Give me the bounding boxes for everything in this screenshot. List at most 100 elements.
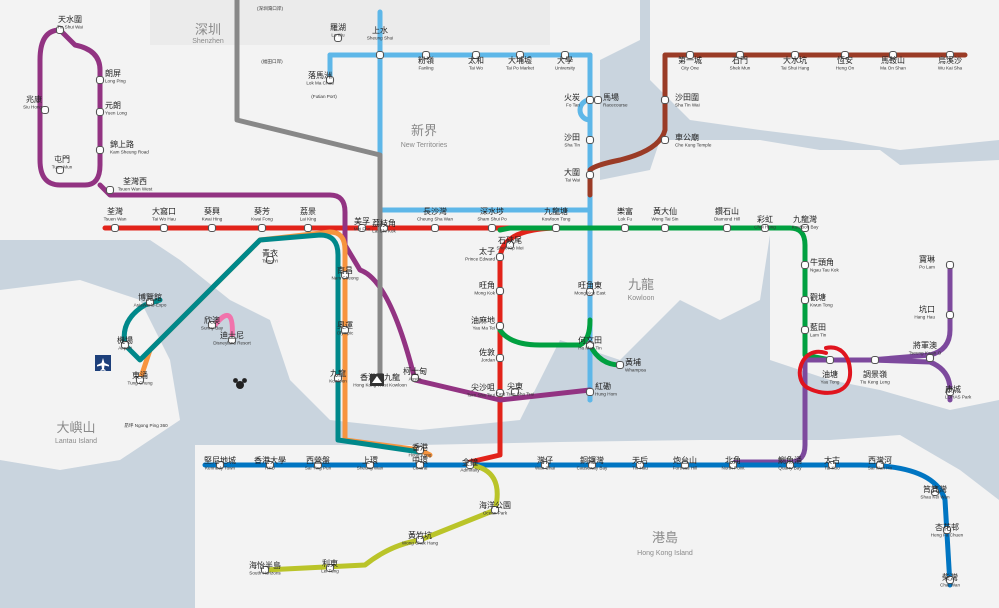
station-marker-racecourse[interactable] (593, 95, 603, 105)
station-marker-kwai-fong[interactable] (257, 223, 267, 233)
station-marker-lam-tin[interactable] (800, 325, 810, 335)
station-marker-mei-foo[interactable] (357, 223, 367, 233)
station-marker-kwai-hing[interactable] (207, 223, 217, 233)
station-marker-ho-man-tin[interactable] (585, 340, 595, 350)
station-marker-tai-wo[interactable] (471, 50, 481, 60)
station-marker-chai-wan[interactable] (945, 575, 955, 585)
station-marker-kowloon-bay[interactable] (800, 223, 810, 233)
station-marker-lok-ma-chau[interactable] (325, 75, 335, 85)
station-marker-mong-kok[interactable] (495, 286, 505, 296)
station-label-en-lam-tin: Lam Tin (810, 333, 827, 338)
station-marker-ocean-park[interactable] (490, 505, 500, 515)
station-marker-austin[interactable] (410, 373, 420, 383)
station-marker-asiaworld-expo[interactable] (145, 297, 155, 307)
station-marker-admiralty[interactable] (465, 460, 475, 470)
station-marker-yau-tong[interactable] (825, 355, 835, 365)
station-marker-nam-cheong[interactable] (340, 270, 350, 280)
station-marker-fo-tan[interactable] (585, 95, 595, 105)
station-marker-yau-ma-tei[interactable] (495, 321, 505, 331)
station-marker-po-lam[interactable] (945, 260, 955, 270)
station-marker-hku[interactable] (265, 460, 275, 470)
station-marker-ma-on-shan[interactable] (888, 50, 898, 60)
station-marker-sheung-wan[interactable] (365, 460, 375, 470)
station-marker-sheung-shui[interactable] (375, 50, 385, 60)
station-marker-tsuen-wan[interactable] (110, 223, 120, 233)
station-marker-disneyland-resort[interactable] (227, 335, 237, 345)
station-marker-kwun-tong[interactable] (800, 295, 810, 305)
station-marker-lai-king[interactable] (303, 223, 313, 233)
station-marker-tung-chung[interactable] (135, 375, 145, 385)
station-marker-heng-fa-chuen[interactable] (942, 525, 952, 535)
station-marker-sham-shui-po[interactable] (487, 223, 497, 233)
station-marker-causeway-bay[interactable] (587, 460, 597, 470)
station-marker-hong-kong[interactable] (415, 445, 425, 455)
station-marker-lei-tung[interactable] (325, 563, 335, 573)
station-marker-shek-mun[interactable] (735, 50, 745, 60)
station-marker-whampoa[interactable] (615, 360, 625, 370)
area-hk-island-en: Hong Kong Island (637, 550, 693, 557)
station-marker-long-ping[interactable] (95, 75, 105, 85)
station-marker-kowloon-tong[interactable] (551, 223, 561, 233)
station-marker-kam-sheung-road[interactable] (95, 145, 105, 155)
station-marker-tai-wai[interactable] (585, 170, 595, 180)
station-label-cn-fo-tan: 火炭 (564, 93, 580, 102)
station-marker-olympic[interactable] (340, 325, 350, 335)
station-marker-tseung-kwan-o[interactable] (925, 353, 935, 363)
station-marker-central[interactable] (415, 460, 425, 470)
station-marker-sai-ying-pun[interactable] (313, 460, 323, 470)
station-marker-wan-chai[interactable] (540, 460, 550, 470)
station-marker-cheung-sha-wan[interactable] (430, 223, 440, 233)
station-marker-tai-koo[interactable] (827, 460, 837, 470)
station-marker-quarry-bay[interactable] (785, 460, 795, 470)
station-marker-south-horizons[interactable] (260, 565, 270, 575)
station-marker-tai-wo-hau[interactable] (159, 223, 169, 233)
station-marker-prince-edward[interactable] (495, 252, 505, 262)
station-marker-hung-hom[interactable] (585, 387, 595, 397)
station-marker-tsuen-wan-west[interactable] (105, 185, 115, 195)
station-marker-che-kung-temple[interactable] (660, 135, 670, 145)
station-marker-fortress-hill[interactable] (680, 460, 690, 470)
station-marker-fanling[interactable] (421, 50, 431, 60)
station-marker-kennedy-town[interactable] (215, 460, 225, 470)
station-marker-sha-tin[interactable] (585, 135, 595, 145)
station-marker-diamond-hill[interactable] (722, 223, 732, 233)
station-marker-heng-on[interactable] (840, 50, 850, 60)
station-marker-siu-hong[interactable] (40, 105, 50, 115)
station-marker-tsing-yi[interactable] (265, 255, 275, 265)
station-marker-kowloon[interactable] (333, 373, 343, 383)
station-marker-wong-chuk-hang[interactable] (415, 535, 425, 545)
station-marker-east-tsim-sha-tsui[interactable] (510, 387, 520, 397)
station-marker-shek-kip-mei[interactable] (505, 240, 515, 250)
station-marker-tsim-sha-tsui[interactable] (495, 388, 505, 398)
station-marker-sunny-bay[interactable] (207, 320, 217, 330)
station-marker-wong-tai-sin[interactable] (660, 223, 670, 233)
station-marker-choi-hung[interactable] (760, 223, 770, 233)
station-marker-north-point[interactable] (728, 460, 738, 470)
station-marker-shau-kei-wan[interactable] (930, 487, 940, 497)
station-marker-city-one[interactable] (685, 50, 695, 60)
station-marker-tuen-mun[interactable] (55, 165, 65, 175)
station-marker-sha-tin-wai[interactable] (660, 95, 670, 105)
station-marker-lai-chi-kok[interactable] (379, 223, 389, 233)
station-marker-airport[interactable] (120, 340, 130, 350)
station-marker-lohas-park[interactable] (945, 387, 955, 397)
station-marker-jordan[interactable] (495, 353, 505, 363)
station-marker-lo-wu[interactable] (333, 33, 343, 43)
station-marker-hang-hau[interactable] (945, 310, 955, 320)
station-marker-ngau-tau-kok[interactable] (800, 260, 810, 270)
station-marker-university[interactable] (560, 50, 570, 60)
station-label-en-tai-wo: Tai Wo (469, 66, 483, 71)
station-marker-sai-wan-ho[interactable] (875, 460, 885, 470)
station-marker-yuen-long[interactable] (95, 107, 105, 117)
station-marker-tiu-keng-leng[interactable] (870, 355, 880, 365)
station-label-cn-shau-kei-wan: 筲箕灣 (923, 484, 947, 494)
station-marker-tai-shui-hang[interactable] (790, 50, 800, 60)
station-marker-lok-fu[interactable] (620, 223, 630, 233)
station-marker-tin-hau[interactable] (635, 460, 645, 470)
kwun-tong-line (497, 225, 833, 363)
station-marker-tai-po-market[interactable] (515, 50, 525, 60)
station-marker-mong-kok-east[interactable] (585, 287, 595, 297)
station-marker-wu-kai-sha[interactable] (945, 50, 955, 60)
station-label-en-lok-fu: Lok Fu (618, 217, 632, 222)
station-marker-tin-shui-wai[interactable] (55, 25, 65, 35)
